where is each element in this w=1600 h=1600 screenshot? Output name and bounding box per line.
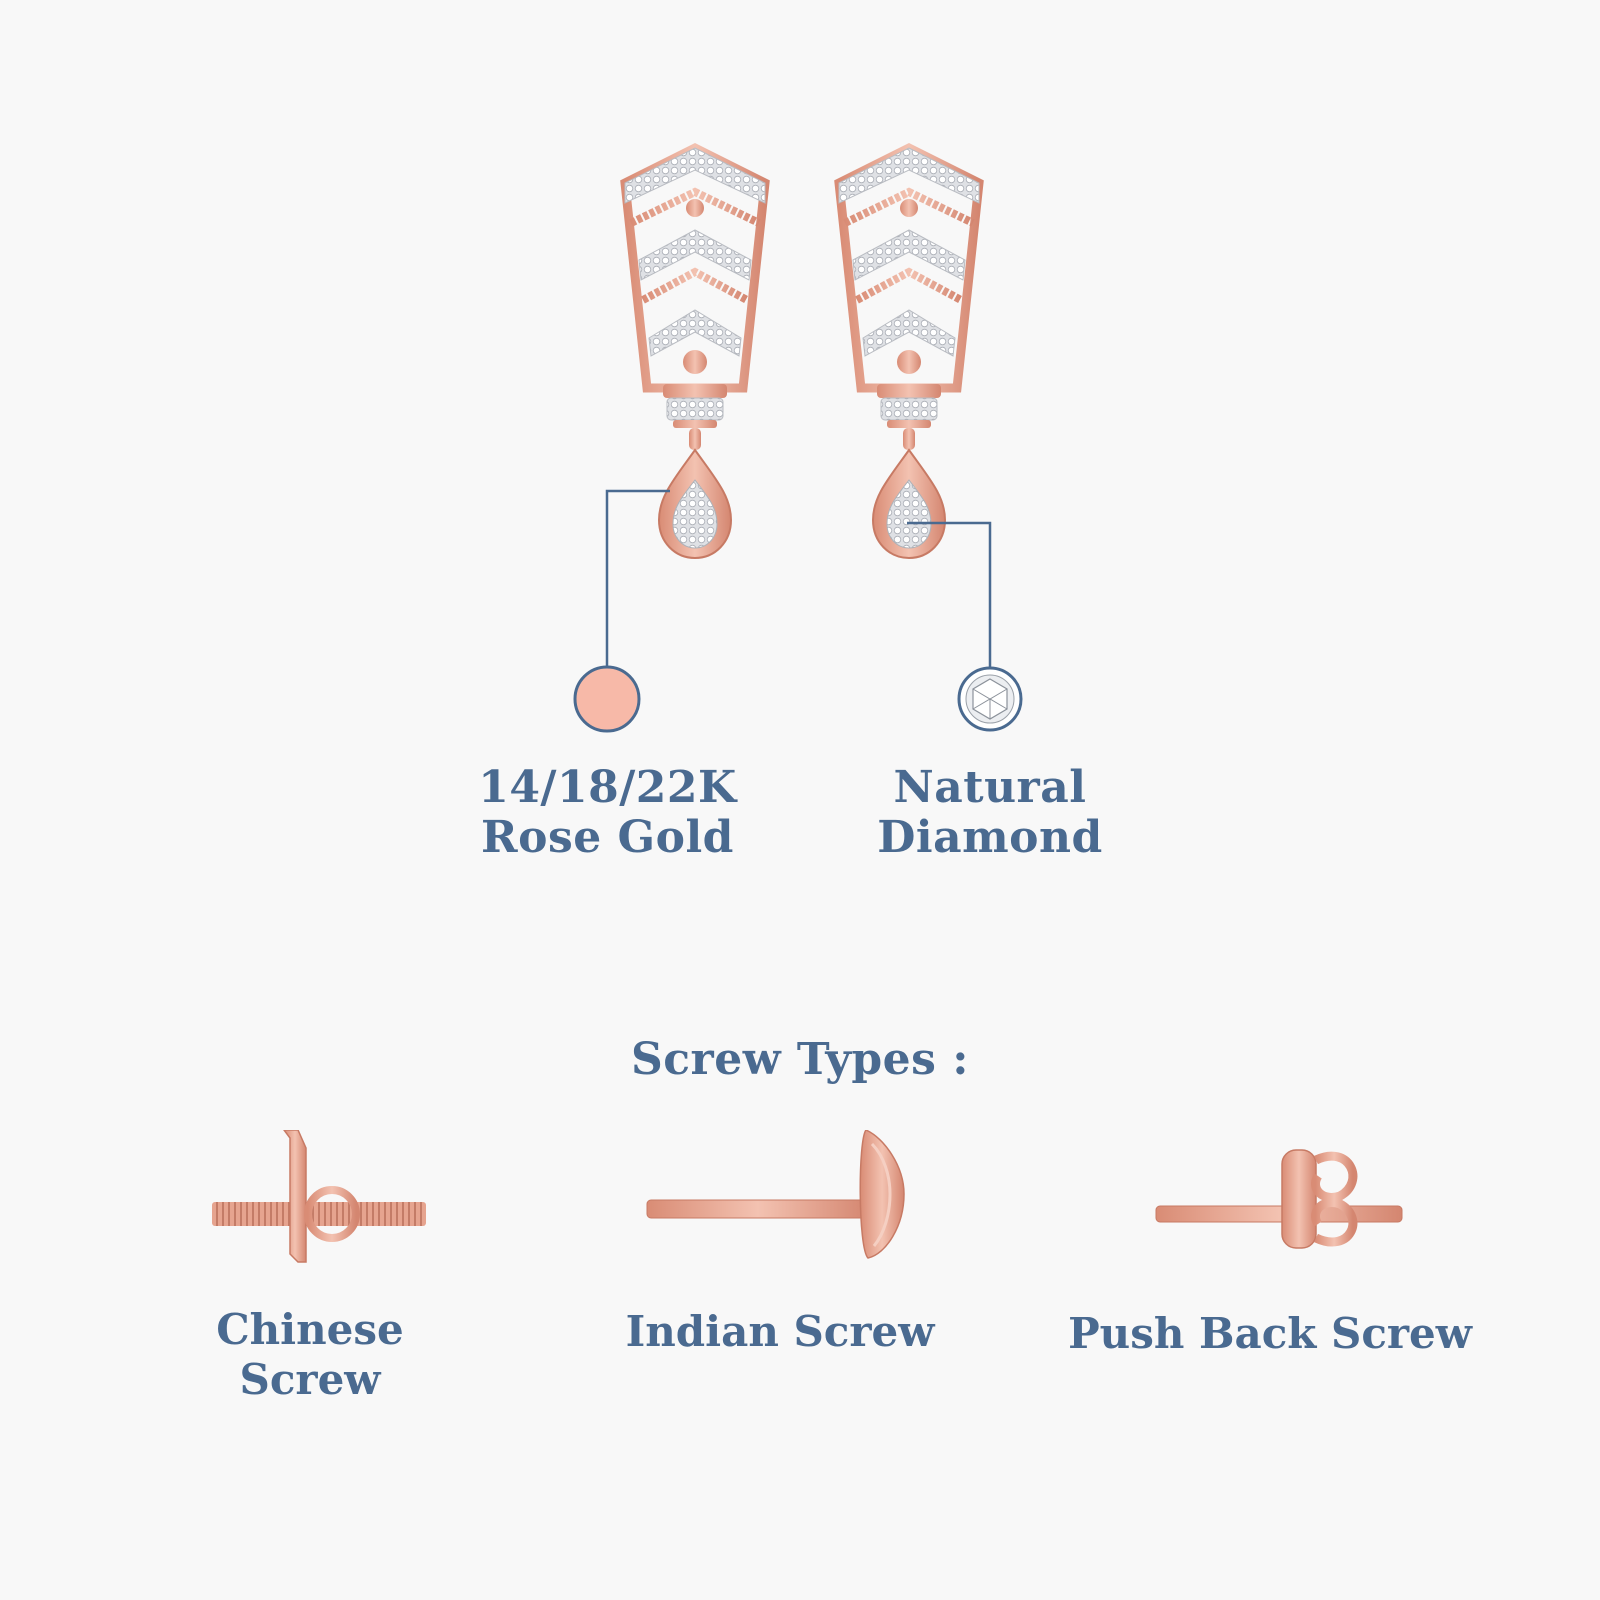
push-back-screw-icon — [1155, 1149, 1403, 1249]
left-earring — [625, 148, 765, 558]
push-back-screw-label: Push Back Screw — [1068, 1309, 1472, 1358]
diamond-label: Natural Diamond — [840, 763, 1140, 863]
diamond-label-line2: Diamond — [877, 812, 1103, 863]
right-earring — [839, 148, 979, 558]
screw-types-title: Screw Types : — [630, 1034, 969, 1085]
gold-label: 14/18/22K Rose Gold — [455, 763, 760, 863]
earrings-illustration — [573, 0, 1023, 733]
diamond-swatch — [957, 666, 1023, 732]
gold-leader-line — [605, 489, 670, 667]
gold-label-line1: 14/18/22K — [478, 762, 737, 813]
gold-label-line2: Rose Gold — [481, 812, 734, 863]
indian-screw-icon — [646, 1130, 905, 1259]
diamond-leader-line — [907, 521, 992, 668]
rose-gold-swatch — [573, 665, 641, 733]
screw-icons — [212, 1130, 1403, 1263]
indian-screw-label: Indian Screw — [625, 1307, 935, 1356]
chinese-screw-icon — [212, 1130, 426, 1263]
diamond-label-line1: Natural — [893, 762, 1087, 813]
chinese-screw-label: Chinese Screw — [216, 1305, 404, 1404]
